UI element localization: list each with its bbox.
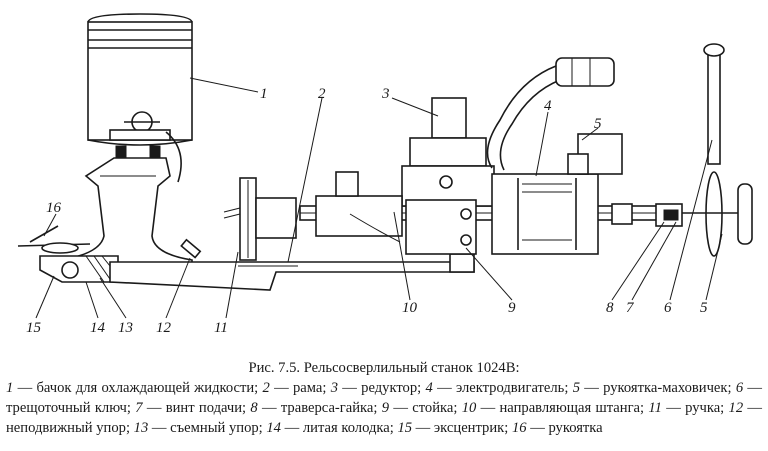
legend-item: 8 — траверса-гайка;: [250, 400, 382, 416]
callout-6: 6: [664, 300, 672, 316]
fixed-stop: [180, 238, 202, 259]
power-cable: [486, 57, 615, 171]
callout-3: 3: [381, 86, 390, 102]
legend-item: 11 — ручка;: [648, 400, 729, 416]
callout-4: 4: [544, 98, 552, 114]
legend-item: 7 — винт подачи;: [135, 400, 251, 416]
stand: [315, 171, 477, 255]
legend-item: 4 — электродвигатель;: [425, 380, 573, 396]
callout-labels: 1 2 3 4 5 5 6 7 8 9 10 11 12 13 14 15 16: [26, 86, 708, 336]
callout-5: 5: [594, 116, 602, 132]
legend-item: 13 — съемный упор;: [133, 420, 267, 436]
callout-13: 13: [118, 320, 133, 336]
callout-7: 7: [626, 300, 635, 316]
callout-16: 16: [46, 200, 62, 216]
callout-2: 2: [318, 86, 326, 102]
eccentric-handle: [17, 225, 91, 254]
callout-9: 9: [508, 300, 516, 316]
callout-5b: 5: [700, 300, 708, 316]
callout-14: 14: [90, 320, 106, 336]
legend-item: 1 — бачок для охлаждающей жидкости;: [6, 380, 263, 396]
callout-15: 15: [26, 320, 42, 336]
leader-lines: [35, 77, 723, 319]
legend-item: 16 — рукоятка: [511, 420, 603, 436]
electric-motor: [491, 133, 623, 255]
legend-item: 3 — редуктор;: [330, 380, 426, 396]
caption-title: Рис. 7.5. Рельсосверлильный станок 1024В…: [248, 360, 520, 376]
legend-item: 10 — направляющая штанга;: [461, 400, 649, 416]
clamp-shoe: [39, 255, 119, 283]
legend-item: 6 — трещоточный ключ;: [6, 380, 762, 416]
legend-item: 12 — неподвижный упор;: [6, 400, 763, 436]
legend-item: 9 — стойка;: [381, 400, 462, 416]
frame: [109, 253, 475, 291]
feed-assembly: [611, 43, 753, 257]
callout-11: 11: [214, 320, 228, 336]
legend-item: 14 — литая колодка;: [266, 420, 398, 436]
caption-legend: 1 — бачок для охлаждающей жидкости; 2 — …: [6, 378, 762, 438]
bracket-plate: [223, 177, 297, 261]
figure-caption: Рис. 7.5. Рельсосверлильный станок 1024В…: [6, 358, 762, 438]
callout-12: 12: [156, 320, 172, 336]
callout-8: 8: [606, 300, 614, 316]
callout-1: 1: [260, 86, 268, 102]
legend-item: 15 — эксцентрик;: [397, 420, 512, 436]
coolant-tank: [87, 13, 193, 183]
reducer: [401, 97, 495, 207]
legend-item: 5 — рукоятка-маховичек;: [572, 380, 736, 396]
rail-profile: [59, 157, 193, 269]
callout-10: 10: [402, 300, 418, 316]
legend-item: 2 — рама;: [262, 380, 331, 396]
rail-drilling-machine-drawing: 1 2 3 4 5 5 6 7 8 9 10 11 12 13 14 15 16: [17, 13, 753, 336]
